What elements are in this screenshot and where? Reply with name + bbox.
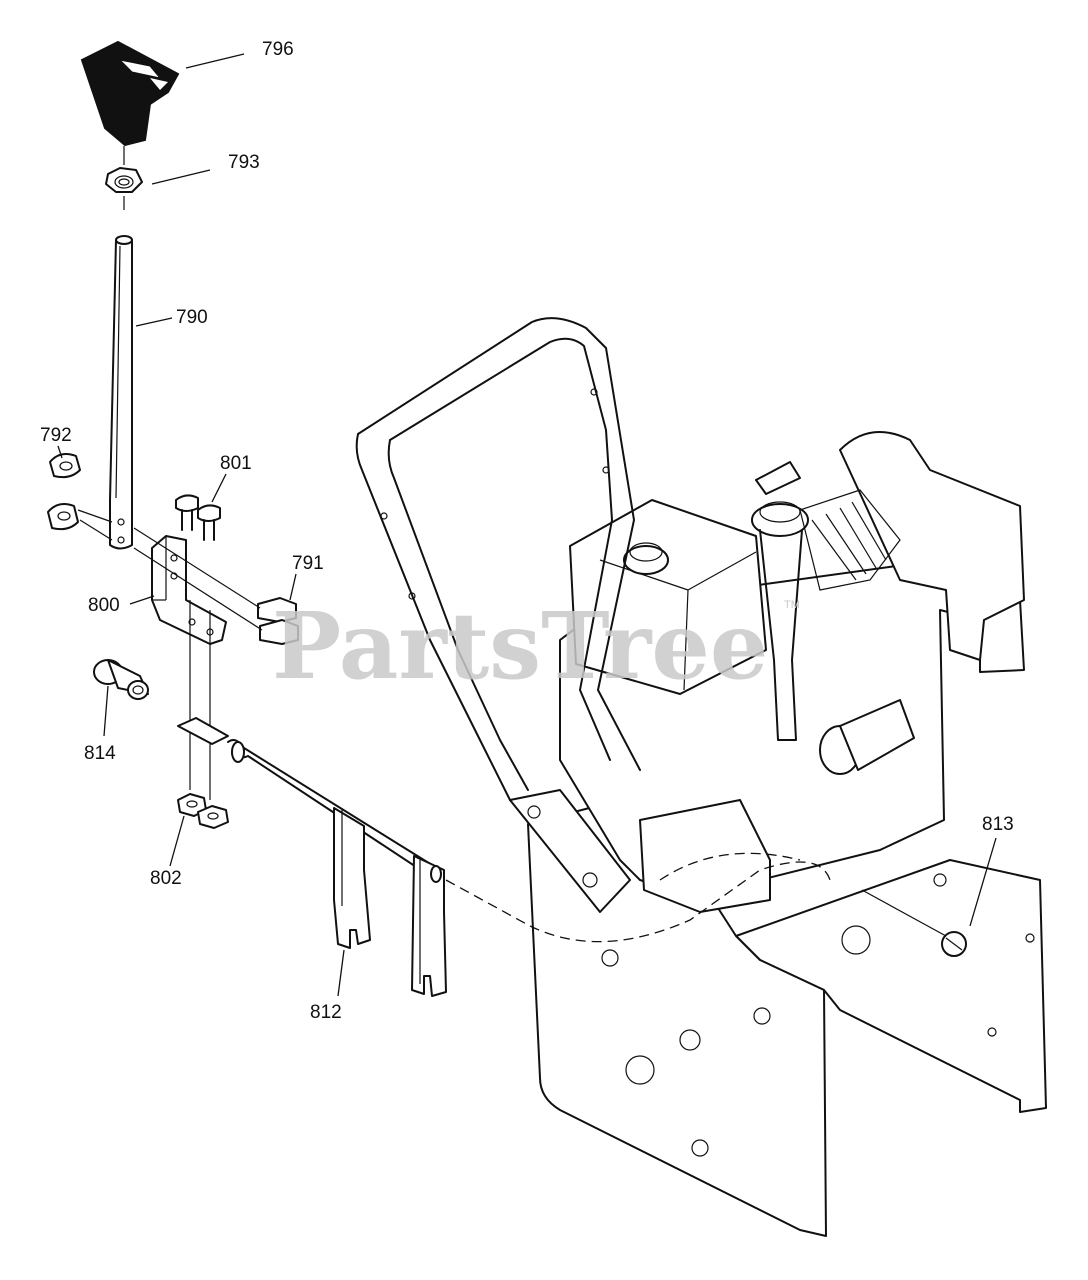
- callout-790: 790: [176, 307, 208, 328]
- callout-814: 814: [84, 743, 116, 764]
- part-801-bolts[interactable]: [175, 494, 221, 800]
- part-802-nuts[interactable]: [177, 793, 229, 829]
- part-793-nut[interactable]: [105, 167, 143, 210]
- leader-lines: [57, 53, 997, 997]
- callout-802: 802: [150, 868, 182, 889]
- watermark: PartsTree: [272, 592, 768, 700]
- callout-792: 792: [40, 425, 72, 446]
- callout-793: 793: [228, 152, 260, 173]
- part-813-clip[interactable]: [861, 889, 967, 957]
- part-814-bushing[interactable]: [93, 659, 149, 700]
- engine-frame-assembly: [509, 431, 1047, 1237]
- part-790-shift-rod[interactable]: [109, 235, 133, 550]
- callout-812: 812: [310, 1002, 342, 1023]
- part-792-nuts[interactable]: [47, 453, 113, 541]
- watermark-tm: TM: [784, 599, 800, 611]
- callout-800: 800: [88, 595, 120, 616]
- callout-791: 791: [292, 553, 324, 574]
- part-800-bracket[interactable]: [151, 535, 227, 645]
- callout-813: 813: [982, 814, 1014, 835]
- part-791-bolts[interactable]: [133, 527, 299, 645]
- callout-801: 801: [220, 453, 252, 474]
- handle-frame: [355, 317, 641, 801]
- part-796-knob[interactable]: [80, 40, 180, 165]
- callout-796: 796: [262, 39, 294, 60]
- part-812-shift-shaft-forks[interactable]: [177, 717, 531, 997]
